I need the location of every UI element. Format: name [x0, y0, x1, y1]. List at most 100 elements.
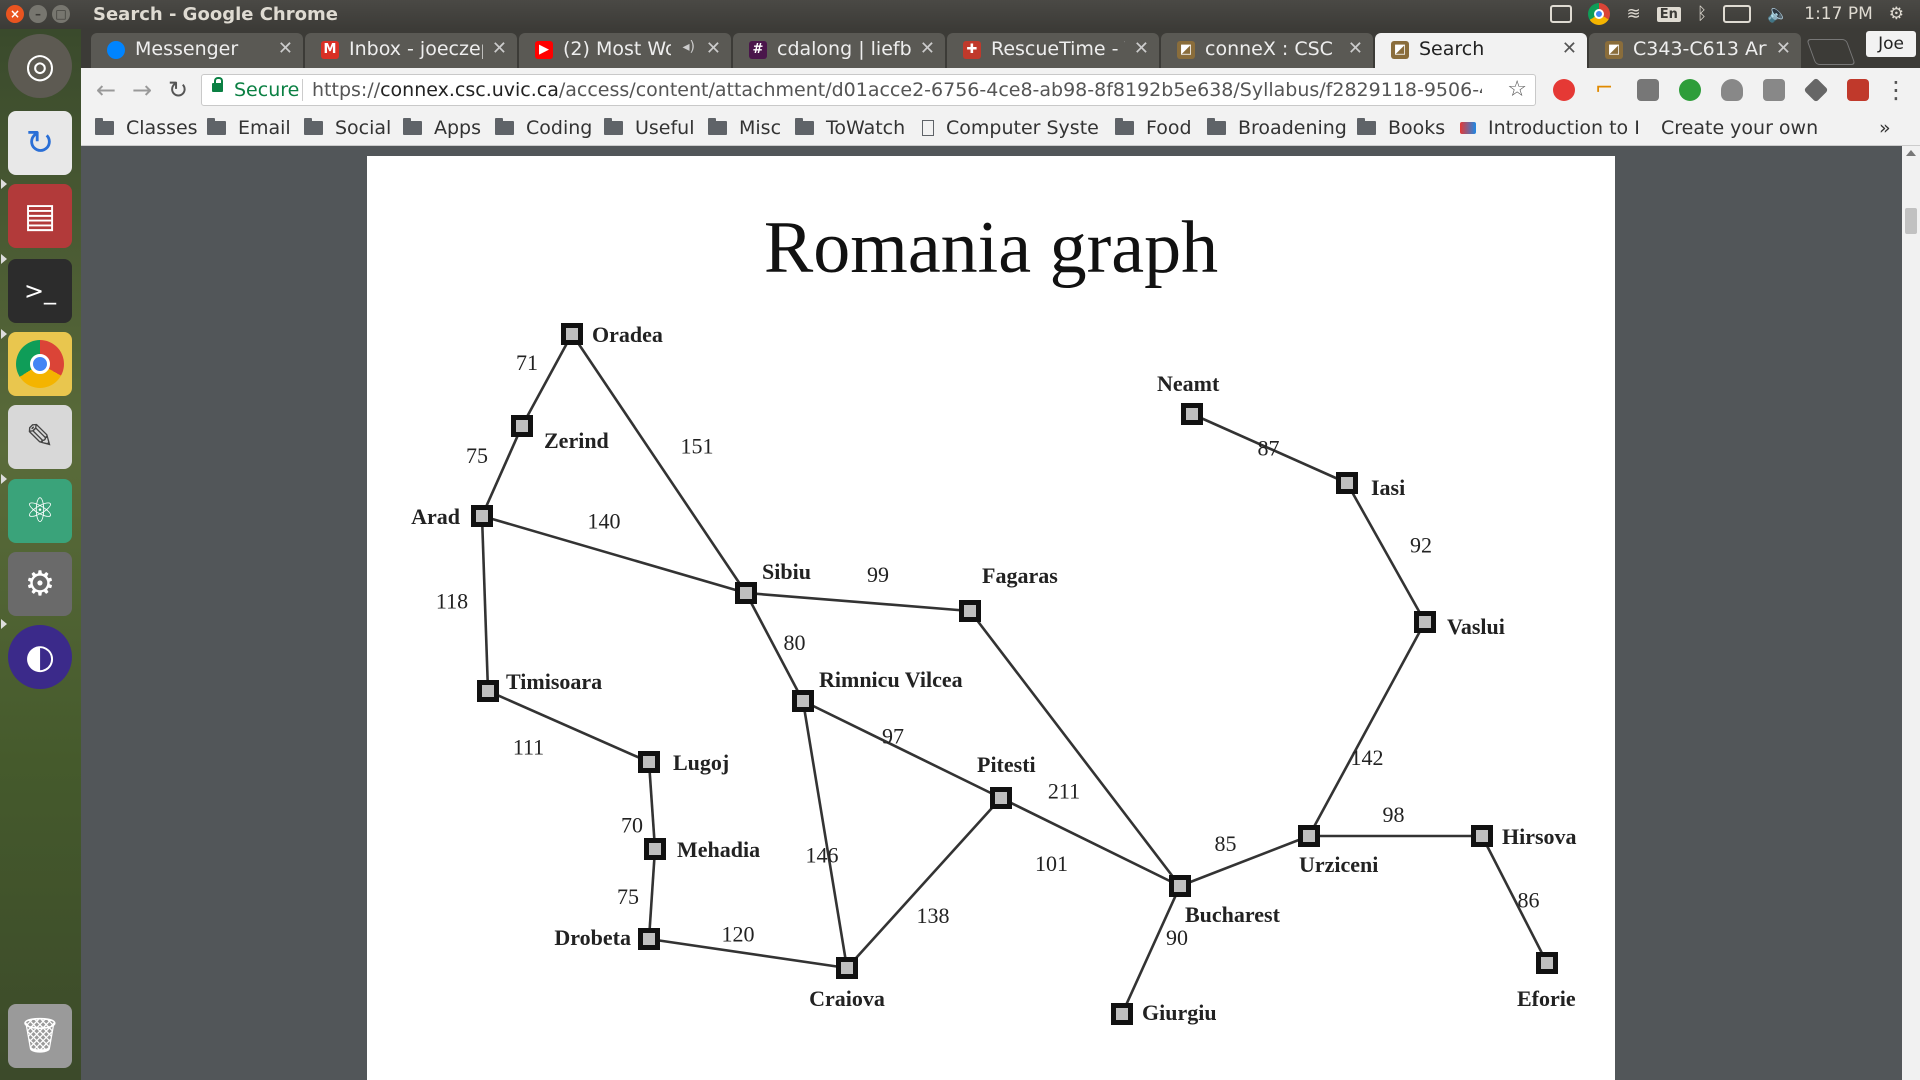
- city-node-oradea: [561, 323, 583, 345]
- city-label: Timisoara: [506, 669, 602, 694]
- road-vaslui-iasi: [1345, 482, 1427, 623]
- bookmark-introduction[interactable]: Introduction to I: [1460, 117, 1640, 139]
- tab-connex[interactable]: ◩ conneX : CSC 4 ✕: [1161, 33, 1373, 68]
- eclipse-icon[interactable]: ◐: [8, 625, 72, 689]
- reload-icon[interactable]: ↻: [167, 76, 189, 104]
- road-distance-label: 211: [1048, 779, 1080, 804]
- close-icon[interactable]: ✕: [1133, 38, 1149, 59]
- rescuetime-extension-icon[interactable]: [1847, 79, 1869, 101]
- bookmark-towatch[interactable]: ToWatch: [795, 117, 905, 139]
- road-hirsova-eforie: [1480, 835, 1549, 964]
- refresh-extension-icon[interactable]: [1679, 79, 1701, 101]
- keyboard-icon[interactable]: En: [1656, 6, 1681, 22]
- folder-icon: [1357, 118, 1376, 135]
- gear-icon[interactable]: ⚙: [1888, 4, 1904, 24]
- app-updater-icon[interactable]: ↻: [8, 111, 72, 175]
- folder-icon: [304, 118, 323, 135]
- bookmarks-overflow-button[interactable]: »: [1879, 117, 1891, 139]
- road-oradea-zerind: [520, 333, 574, 427]
- tab-c343[interactable]: ◩ C343-C613 Art ✕: [1589, 33, 1801, 68]
- menu-icon[interactable]: ⋮: [1884, 76, 1908, 104]
- tab-youtube[interactable]: ▶ (2) Most Wor ◂) ✕: [519, 33, 731, 68]
- bookmark-classes[interactable]: Classes: [95, 117, 198, 139]
- files-icon[interactable]: ▤: [8, 184, 72, 248]
- road-distance-label: 97: [882, 724, 904, 749]
- forward-arrow-icon[interactable]: →: [131, 76, 153, 104]
- battery-icon[interactable]: [1723, 5, 1752, 23]
- bookmark-coding[interactable]: Coding: [495, 117, 592, 139]
- close-icon[interactable]: ✕: [491, 38, 507, 59]
- window-title: Search - Google Chrome: [93, 4, 338, 25]
- bookmark-broadening[interactable]: Broadening: [1207, 117, 1347, 139]
- city-label: Fagaras: [982, 563, 1058, 588]
- road-distance-label: 118: [436, 589, 468, 614]
- vertical-scrollbar[interactable]: [1902, 146, 1920, 1080]
- camera-icon[interactable]: [1637, 79, 1659, 101]
- atom-icon[interactable]: ⚛: [8, 479, 72, 543]
- bookmark-email[interactable]: Email: [207, 117, 291, 139]
- address-bar[interactable]: Secure https://connex.csc.uvic.ca/access…: [201, 74, 1536, 106]
- bookmark-label: Social: [335, 117, 392, 139]
- back-arrow-icon[interactable]: ←: [95, 76, 117, 104]
- city-label: Neamt: [1157, 371, 1220, 396]
- minimize-window-button[interactable]: –: [29, 5, 47, 23]
- close-icon[interactable]: ✕: [277, 38, 293, 59]
- url-host: connex.csc.uvic.ca: [380, 79, 559, 101]
- road-arad-sibiu: [481, 514, 747, 595]
- bookmark-create-your-own[interactable]: Create your own: [1661, 117, 1841, 139]
- tab-inbox[interactable]: M Inbox - joeczep ✕: [305, 33, 517, 68]
- clock[interactable]: 1:17 PM: [1804, 4, 1873, 24]
- road-distance-label: 151: [681, 434, 714, 459]
- chrome-icon[interactable]: [1588, 3, 1611, 25]
- road-distance-label: 75: [466, 443, 488, 468]
- tab-slack[interactable]: # cdalong | liefba ✕: [733, 33, 945, 68]
- tab-rescuetime[interactable]: ✚ RescueTime - Y ✕: [947, 33, 1159, 68]
- close-icon[interactable]: ✕: [705, 38, 721, 59]
- bookmark-food[interactable]: Food: [1115, 117, 1192, 139]
- settings-icon[interactable]: ⚙: [8, 552, 72, 616]
- close-icon[interactable]: ✕: [919, 38, 935, 59]
- adblock-icon[interactable]: [1553, 79, 1575, 101]
- tab-messenger[interactable]: Messenger ✕: [91, 33, 303, 68]
- chat-icon[interactable]: [1763, 79, 1785, 101]
- bookmark-computer-systems[interactable]: Computer Syste: [922, 117, 1122, 139]
- bookmark-useful[interactable]: Useful: [604, 117, 695, 139]
- cloud-icon[interactable]: [1550, 5, 1573, 23]
- wifi-icon[interactable]: ≋: [1626, 4, 1641, 24]
- text-editor-icon[interactable]: ✎: [8, 405, 72, 469]
- ubuntu-dash-icon[interactable]: ◎: [8, 34, 72, 98]
- speaker-icon[interactable]: ◂): [682, 39, 696, 55]
- close-window-button[interactable]: ×: [6, 5, 24, 23]
- star-icon[interactable]: ☆: [1507, 77, 1527, 102]
- road-distance-label: 98: [1383, 802, 1405, 827]
- scrollbar-thumb[interactable]: [1905, 208, 1917, 234]
- url-text[interactable]: https://connex.csc.uvic.ca/access/conten…: [312, 79, 1482, 101]
- bluetooth-icon[interactable]: ᛒ: [1696, 4, 1708, 24]
- new-tab-button[interactable]: [1806, 39, 1856, 65]
- profile-button[interactable]: Joe: [1866, 31, 1916, 57]
- bookmark-apps[interactable]: Apps: [403, 117, 481, 139]
- maximize-window-button[interactable]: □: [52, 5, 70, 23]
- tab-search[interactable]: ◩ Search ✕: [1375, 33, 1587, 68]
- bookmark-misc[interactable]: Misc: [708, 117, 781, 139]
- volume-icon[interactable]: 🔈: [1767, 4, 1789, 24]
- chrome-icon[interactable]: [8, 332, 72, 396]
- close-icon[interactable]: ✕: [1561, 38, 1577, 59]
- bookmark-extension-icon[interactable]: ⌐: [1595, 76, 1614, 101]
- road-distance-label: 86: [1518, 888, 1540, 913]
- tab-label: cdalong | liefba: [777, 38, 911, 60]
- lightbulb-icon[interactable]: [1721, 79, 1743, 101]
- close-icon[interactable]: ✕: [1775, 38, 1791, 59]
- scroll-up-arrow-icon[interactable]: [1906, 150, 1916, 156]
- trash-icon[interactable]: 🗑: [8, 1004, 72, 1068]
- slack-icon: #: [749, 41, 767, 59]
- city-node-timisoara: [477, 680, 499, 702]
- terminal-icon[interactable]: >_: [8, 259, 72, 323]
- layers-icon[interactable]: [1803, 77, 1829, 103]
- close-icon[interactable]: ✕: [1347, 38, 1363, 59]
- bookmark-books[interactable]: Books: [1357, 117, 1445, 139]
- bookmark-social[interactable]: Social: [304, 117, 391, 139]
